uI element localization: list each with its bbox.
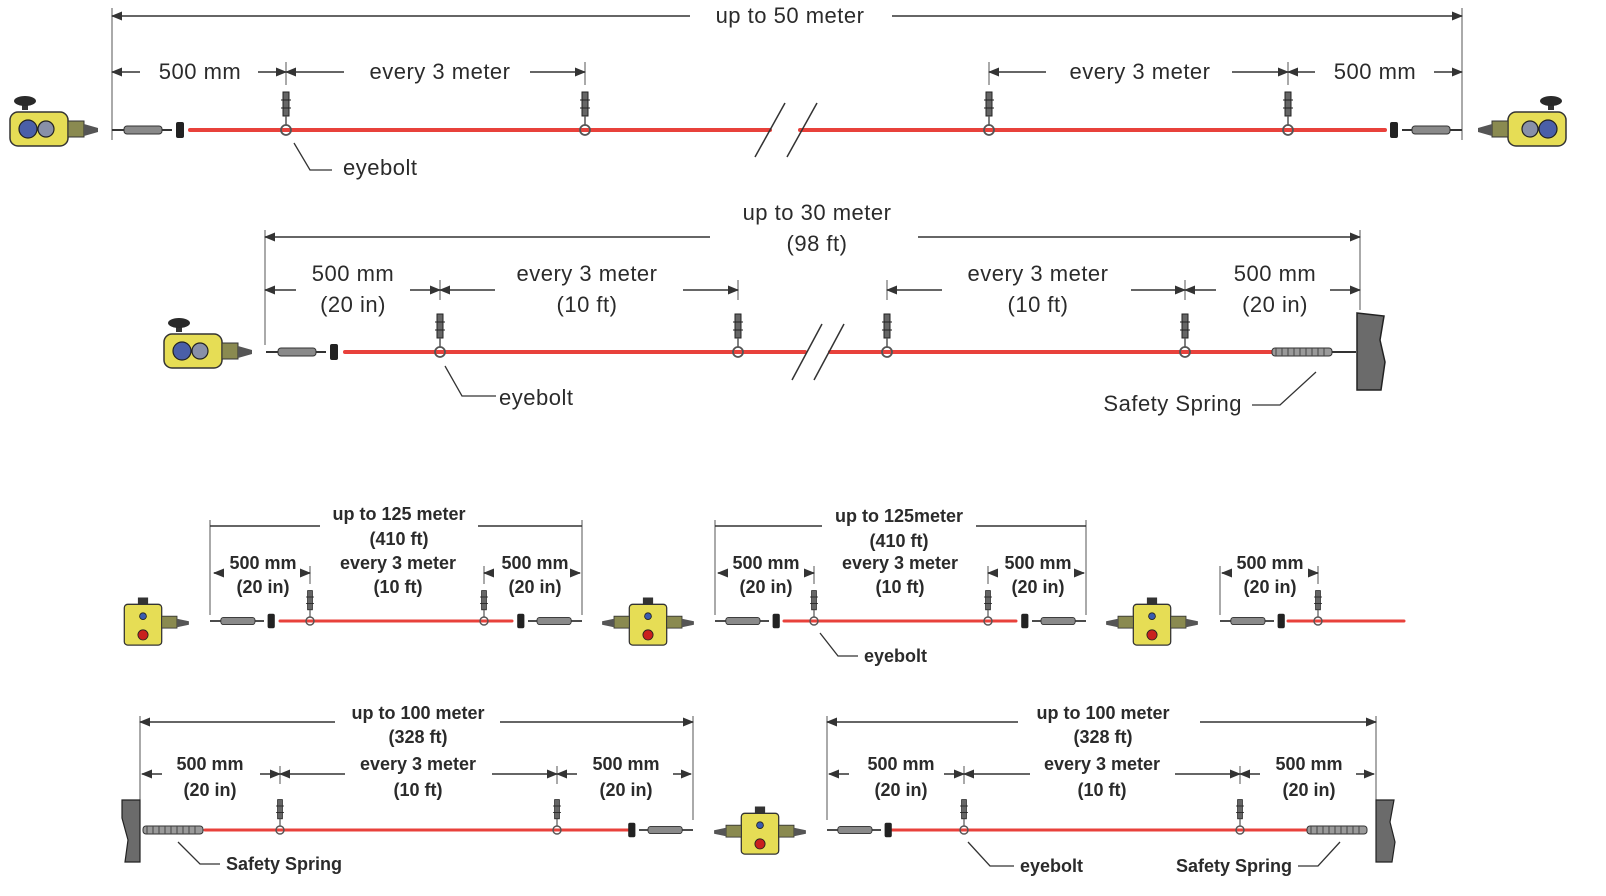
total-length-label: up to 100 meter xyxy=(351,703,484,723)
left-span-label: every 3 meter xyxy=(517,261,658,286)
right-span-imperial: (10 ft) xyxy=(1008,292,1069,317)
total-length-label: up to 125 meter xyxy=(332,504,465,524)
turnbuckle-icon xyxy=(265,343,339,361)
turnbuckle-icon xyxy=(209,612,276,630)
total-length-label: up to 100 meter xyxy=(1036,703,1169,723)
left-end-label: 500 mm xyxy=(867,754,934,774)
right-end-label: 500 mm xyxy=(1004,553,1071,573)
right-end-imperial: (20 in) xyxy=(1242,292,1308,317)
safety-spring-label: Safety Spring xyxy=(226,854,342,874)
switch-housing-icon xyxy=(9,95,99,147)
safety-spring-label: Safety Spring xyxy=(1176,856,1292,876)
span-label: every 3 meter xyxy=(1044,754,1160,774)
switch-housing-icon xyxy=(163,317,253,369)
diagram-3: up to 125 meter (410 ft) 500 mm (20 in) … xyxy=(123,504,1406,666)
turnbuckle-icon xyxy=(627,821,694,839)
eyebolt-leader xyxy=(819,632,858,657)
left-end-label: 500 mm xyxy=(312,261,394,286)
diagram-4: up to 100 meter (328 ft) 500 mm (20 in) … xyxy=(121,703,1396,876)
switch-housing-icon xyxy=(601,596,695,646)
left-end-label: 500 mm xyxy=(159,59,241,84)
switch-housing-icon xyxy=(123,597,189,646)
break-mark xyxy=(791,323,823,381)
diagram-2: up to 30 meter (98 ft) 500 mm (20 in) ev… xyxy=(163,200,1386,416)
total-length-imperial: (410 ft) xyxy=(869,531,928,551)
turnbuckle-icon xyxy=(111,121,185,139)
left-span-imperial: (10 ft) xyxy=(557,292,618,317)
total-length-label: up to 125meter xyxy=(835,506,963,526)
eyebolt-leader xyxy=(967,841,1014,867)
switch-housing-icon xyxy=(1105,596,1199,646)
switch-housing-icon xyxy=(1477,95,1567,147)
turnbuckle-icon xyxy=(826,821,893,839)
eyebolt-label: eyebolt xyxy=(499,385,573,410)
total-length-imperial: (410 ft) xyxy=(369,529,428,549)
span-imperial: (10 ft) xyxy=(394,780,443,800)
right-span-label: every 3 meter xyxy=(968,261,1109,286)
right-end-label: 500 mm xyxy=(1234,261,1316,286)
turnbuckle-icon xyxy=(1389,121,1463,139)
left-end-imperial: (20 in) xyxy=(183,780,236,800)
diagram-1: up to 50 meter 500 mm every 3 meter ever… xyxy=(9,3,1567,180)
break-mark xyxy=(754,102,786,158)
left-end-imperial: (20 in) xyxy=(739,577,792,597)
wall-anchor-icon xyxy=(121,799,141,863)
right-end-label: 500 mm xyxy=(501,553,568,573)
break-mark xyxy=(813,323,845,381)
right-end-imperial: (20 in) xyxy=(1282,780,1335,800)
right-end-imperial: (20 in) xyxy=(1011,577,1064,597)
total-length-label: up to 30 meter xyxy=(743,200,892,225)
right-span-label: every 3 meter xyxy=(1070,59,1211,84)
left-end-imperial: (20 in) xyxy=(320,292,386,317)
turnbuckle-icon xyxy=(714,612,781,630)
right-end-label: 500 mm xyxy=(1334,59,1416,84)
left-end-label: 500 mm xyxy=(229,553,296,573)
switch-housing-icon xyxy=(713,805,807,855)
break-mark xyxy=(786,102,818,158)
right-end-imperial: (20 in) xyxy=(599,780,652,800)
span-label: every 3 meter xyxy=(842,553,958,573)
left-end-label: 500 mm xyxy=(176,754,243,774)
spring-leader xyxy=(177,841,220,865)
turnbuckle-icon xyxy=(1020,612,1087,630)
safety-spring-icon xyxy=(142,825,204,835)
span-imperial: (10 ft) xyxy=(374,577,423,597)
right-end-label: 500 mm xyxy=(592,754,659,774)
left-end-imperial: (20 in) xyxy=(874,780,927,800)
wall-anchor-icon xyxy=(1356,312,1386,391)
safety-spring-label: Safety Spring xyxy=(1103,391,1242,416)
span-imperial: (10 ft) xyxy=(1078,780,1127,800)
span-label: every 3 meter xyxy=(360,754,476,774)
right-end-imperial: (20 in) xyxy=(508,577,561,597)
wall-anchor-icon xyxy=(1375,799,1396,863)
safety-spring-icon xyxy=(1271,347,1333,357)
left-span-label: every 3 meter xyxy=(370,59,511,84)
eyebolt-leader xyxy=(293,142,332,171)
left-end-imperial: (20 in) xyxy=(1243,577,1296,597)
spring-leader xyxy=(1252,371,1317,406)
total-length-imperial: (98 ft) xyxy=(787,231,848,256)
turnbuckle-icon xyxy=(1219,612,1286,630)
right-end-label: 500 mm xyxy=(1275,754,1342,774)
total-length-imperial: (328 ft) xyxy=(1073,727,1132,747)
eyebolt-label: eyebolt xyxy=(864,646,927,666)
span-label: every 3 meter xyxy=(340,553,456,573)
span-imperial: (10 ft) xyxy=(876,577,925,597)
left-end-label: 500 mm xyxy=(732,553,799,573)
eyebolt-leader xyxy=(444,365,496,397)
total-length-label: up to 50 meter xyxy=(716,3,865,28)
left-end-imperial: (20 in) xyxy=(236,577,289,597)
left-end-label: 500 mm xyxy=(1236,553,1303,573)
total-length-imperial: (328 ft) xyxy=(388,727,447,747)
eyebolt-label: eyebolt xyxy=(1020,856,1083,876)
safety-spring-icon xyxy=(1306,825,1368,835)
spring-leader xyxy=(1298,841,1341,867)
turnbuckle-icon xyxy=(516,612,583,630)
eyebolt-label: eyebolt xyxy=(343,155,417,180)
